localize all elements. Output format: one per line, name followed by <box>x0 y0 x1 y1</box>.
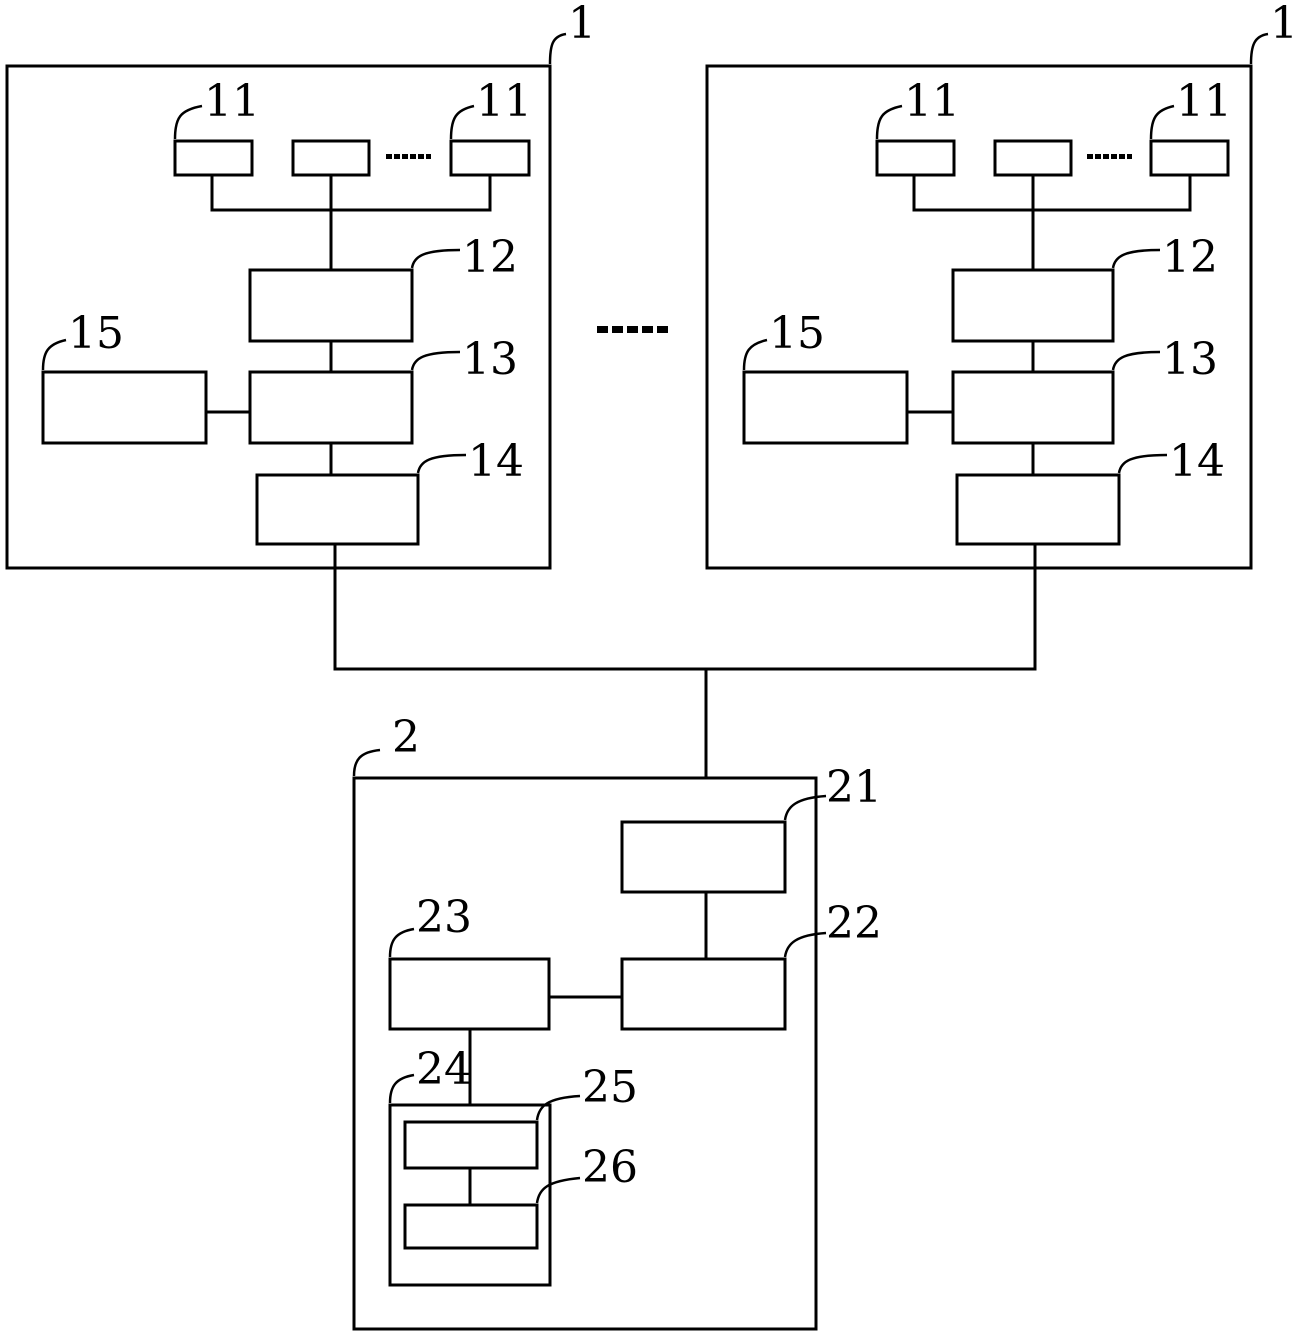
unit-left-block-13-label: 13 <box>462 334 518 385</box>
unit-left-block-14 <box>255 473 420 546</box>
unit-left-block-15-label: 15 <box>68 308 124 359</box>
server-block-22-label: 22 <box>826 898 882 949</box>
unit-right-block-13 <box>951 370 1115 445</box>
server-label-leader <box>352 748 381 777</box>
unit-left: 1 11 11 12 13 15 <box>5 0 596 570</box>
server-block-26 <box>403 1203 539 1250</box>
unit-left-sensor-ellipsis <box>386 154 431 159</box>
unit-left-label: 1 <box>568 0 596 49</box>
unit-right-label-leader <box>1249 32 1269 65</box>
unit-right-block-13-leader <box>1111 350 1161 371</box>
unit-left-block-15-leader <box>41 338 67 371</box>
server-label: 2 <box>392 712 420 763</box>
unit-right-block-15 <box>742 370 909 445</box>
unit-right-block-14-label: 14 <box>1169 436 1225 487</box>
unit-right-sensor-ellipsis <box>1087 154 1132 159</box>
unit-left-block-13-leader <box>410 350 461 371</box>
unit-left-label-leader <box>548 32 567 65</box>
units-ellipsis <box>597 326 668 333</box>
unit-left-sensor-3-leader <box>449 104 475 140</box>
server-block-23-label: 23 <box>416 892 472 943</box>
unit-right: 1 11 11 12 13 15 <box>705 0 1298 570</box>
unit-left-block-15 <box>41 370 208 445</box>
server-block-26-label: 26 <box>582 1142 638 1193</box>
unit-right-sensor-2 <box>993 139 1073 177</box>
unit-right-block-14-leader <box>1117 453 1168 474</box>
unit-left-block-14-leader <box>416 453 467 474</box>
unit-right-block-13-label: 13 <box>1162 334 1218 385</box>
unit-left-block-13 <box>248 370 414 445</box>
server-block-24-leader <box>388 1073 415 1104</box>
unit-left-block-12-leader <box>410 248 461 269</box>
unit-right-sensor-bus <box>912 175 1192 212</box>
server-block-22 <box>620 957 787 1031</box>
server-block-25 <box>403 1120 539 1170</box>
unit-left-sensor-1 <box>173 139 254 177</box>
server-block-21-label: 21 <box>826 762 882 813</box>
unit-right-block-15-leader <box>742 338 768 371</box>
unit-right-block-14 <box>955 473 1121 546</box>
unit-right-sensor-1-leader <box>875 104 903 140</box>
unit-right-sensor-3-leader <box>1149 104 1175 140</box>
server-block-23-leader <box>388 927 415 958</box>
network-bus <box>333 544 1037 671</box>
unit-right-sensor-3 <box>1149 139 1230 177</box>
unit-left-sensor-bus <box>210 175 492 212</box>
unit-left-sensor-1-leader <box>173 104 203 140</box>
unit-left-block-12 <box>248 268 414 343</box>
server-block-26-leader <box>535 1176 581 1204</box>
unit-left-sensor-3 <box>449 139 531 177</box>
server-block-22-leader <box>783 931 827 958</box>
unit-right-block-12-label: 12 <box>1162 232 1218 283</box>
unit-right-sensor-1 <box>875 139 956 177</box>
unit-right-block-12-leader <box>1111 248 1161 269</box>
server-block-21-leader <box>783 794 827 821</box>
unit-left-block-12-label: 12 <box>462 232 518 283</box>
unit-left-sensor-1-label: 11 <box>204 76 260 127</box>
unit-left-sensor-3-label: 11 <box>476 76 532 127</box>
unit-right-block-12 <box>951 268 1115 343</box>
server-block-21 <box>620 820 787 894</box>
unit-right-sensor-3-label: 11 <box>1176 76 1232 127</box>
unit-right-label: 1 <box>1270 0 1298 49</box>
unit-right-sensor-1-label: 11 <box>904 76 960 127</box>
unit-right-block-15-label: 15 <box>769 308 825 359</box>
server-block-25-label: 25 <box>582 1062 638 1113</box>
server-block-24-label: 24 <box>416 1044 472 1095</box>
unit-left-sensor-2 <box>291 139 371 177</box>
server-block-23 <box>388 957 551 1031</box>
unit-left-block-14-label: 14 <box>468 436 524 487</box>
server-block-25-leader <box>535 1094 581 1121</box>
server: 2 21 22 23 24 25 26 <box>352 712 882 1331</box>
